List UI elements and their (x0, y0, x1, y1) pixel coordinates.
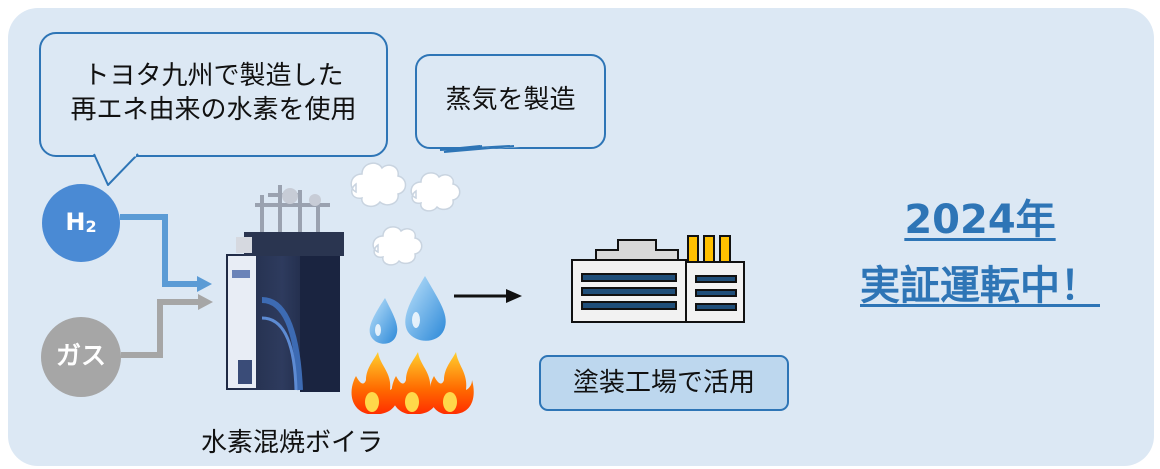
callout-steam-text: 蒸気を製造 (445, 85, 576, 115)
callout-h2-line2: 再エネ由来の水素を使用 (70, 95, 357, 125)
steam-cloud-icon (350, 162, 461, 266)
callout-steam-shape (415, 54, 606, 153)
callout-h2-line1: トヨタ九州で製造した (83, 61, 344, 91)
flame-icon (351, 352, 474, 414)
factory-label-text: 塗装工場で活用 (572, 368, 755, 398)
boiler-icon (226, 185, 344, 392)
h2-pipe-line (120, 214, 197, 287)
factory-label-box (539, 355, 789, 411)
water-drop-icon (369, 276, 446, 344)
arrow-right-icon (454, 289, 522, 303)
h2-circle (42, 184, 120, 262)
factory-icon (571, 235, 745, 323)
gas-pipe-line (121, 299, 198, 358)
gas-arrowhead (198, 294, 213, 310)
headline-line1: 2024年 (904, 197, 1056, 243)
h2-label-main: H (65, 208, 86, 236)
h2-label-subscript: 2 (85, 217, 97, 236)
gas-circle (41, 317, 121, 397)
boiler-caption: 水素混焼ボイラ (200, 428, 383, 458)
h2-arrowhead (197, 276, 212, 292)
gas-label: ガス (55, 341, 106, 370)
callout-h2-shape (39, 32, 388, 186)
headline-line2: 実証運転中！ (860, 263, 1100, 309)
h2-label: H2 (42, 206, 120, 243)
